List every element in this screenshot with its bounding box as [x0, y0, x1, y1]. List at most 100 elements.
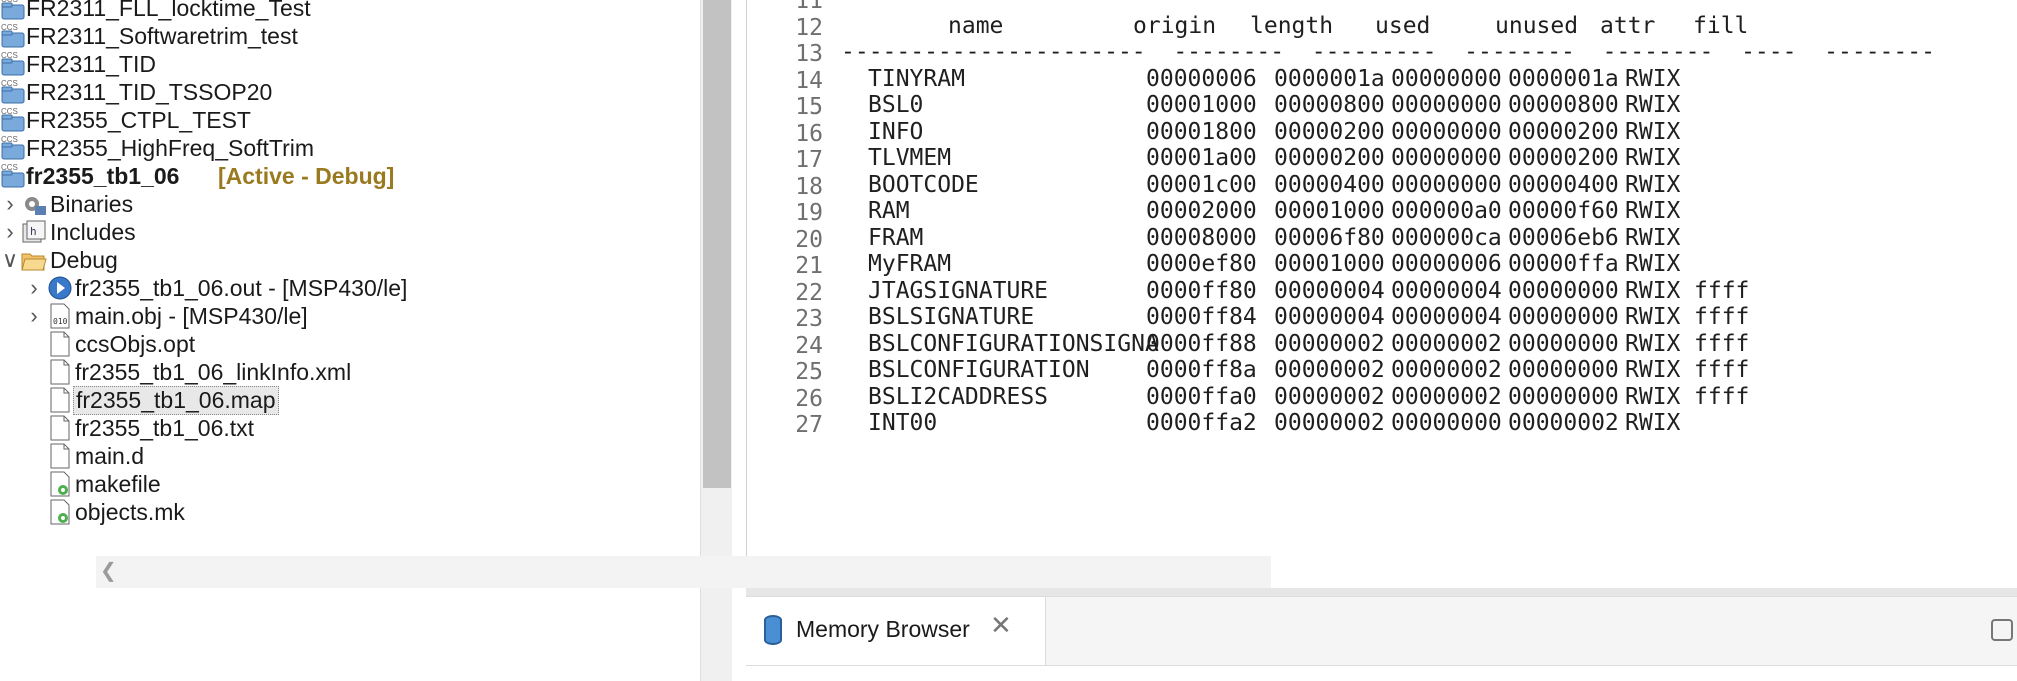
svg-text:CCS: CCS [1, 79, 18, 88]
cell-attr: RWIX [1625, 92, 1681, 118]
svg-text:010: 010 [53, 317, 68, 326]
cell-attr: RWIX [1625, 224, 1681, 251]
cell-used: 00000000 [1391, 65, 1502, 92]
line-number: 16 [795, 120, 823, 147]
cell-unused: 00000000 [1508, 277, 1619, 304]
cell-fill: ffff [1694, 383, 1750, 410]
cell-used: 000000ca [1391, 224, 1502, 251]
view-menu-icon[interactable] [1991, 619, 2013, 641]
line-number: 21 [795, 253, 823, 279]
chevron-right-icon[interactable]: › [6, 191, 14, 216]
view-separator[interactable] [746, 588, 2017, 596]
cell-used: 00000006 [1391, 251, 1502, 277]
tree-item[interactable]: › h Includes [0, 214, 700, 250]
tree-item-label: Debug [50, 246, 118, 273]
chevron-right-icon[interactable]: › [30, 275, 38, 300]
cell-fill: ffff [1694, 330, 1750, 357]
cell-origin: 00002000 [1146, 198, 1257, 224]
text-file-icon [46, 442, 74, 470]
line-number: 19 [795, 200, 823, 226]
svg-text:h: h [30, 225, 37, 238]
cell-name: BSL0 [868, 92, 924, 118]
tree-item[interactable]: fr2355_tb1_06.txt [0, 410, 700, 446]
cell-origin: 0000ff84 [1146, 304, 1257, 330]
svg-text:CCS: CCS [1, 107, 18, 116]
text-file-icon [46, 414, 74, 442]
tree-item[interactable]: ccsObjs.opt [0, 326, 700, 362]
svg-text:CCS: CCS [1, 23, 18, 32]
editor-horizontal-scrollbar[interactable]: ❮ [96, 556, 1271, 588]
cell-origin: 00001800 [1146, 118, 1257, 145]
cell-unused: 00000400 [1508, 171, 1619, 198]
tree-item[interactable]: › 010 main.obj - [MSP430/le] [0, 298, 700, 334]
makefile-icon [46, 470, 74, 498]
tree-item-label: Includes [50, 218, 136, 245]
tree-item[interactable]: ›Binaries [0, 186, 700, 222]
separator-line: ---------------------- -------- --------… [843, 39, 1935, 65]
cell-length: 00001000 [1274, 251, 1385, 277]
cell-name: BSLSIGNATURE [868, 304, 1035, 330]
svg-text:CCS: CCS [1, 51, 18, 60]
chevron-right-icon[interactable]: › [30, 303, 38, 328]
tree-item-label: fr2355_tb1_06.txt [75, 414, 255, 441]
cell-length: 0000001a [1274, 65, 1385, 92]
cell-name: TLVMEM [868, 145, 952, 171]
scroll-left-icon[interactable]: ❮ [100, 558, 117, 582]
cell-unused: 00000000 [1508, 383, 1619, 410]
cell-length: 00000004 [1274, 277, 1385, 304]
tree-item[interactable]: makefile [0, 466, 700, 502]
cell-used: 00000000 [1391, 145, 1502, 171]
tree-item-label: main.obj - [MSP430/le] [75, 302, 308, 329]
tree-item[interactable]: ∨ Debug [0, 242, 700, 278]
text-file-icon [46, 330, 74, 358]
tree-item-label: FR2311_Softwaretrim_test [26, 22, 298, 49]
cell-fill: ffff [1694, 277, 1750, 304]
tree-item[interactable]: objects.mk [0, 494, 700, 530]
tab-memory-browser[interactable]: Memory Browser ✕ [746, 597, 1046, 665]
tree-item[interactable]: main.d [0, 438, 700, 474]
ccs-project-icon: CCS [0, 78, 28, 106]
line-number: 11 [795, 0, 823, 14]
tree-item[interactable]: ›fr2355_tb1_06.out - [MSP430/le] [0, 270, 700, 306]
line-number: 26 [795, 385, 823, 412]
cell-origin: 0000ffa0 [1146, 383, 1257, 410]
cell-attr: RWIX [1625, 330, 1681, 357]
active-config-tag: [Active - Debug] [218, 162, 395, 189]
cell-unused: 00006eb6 [1508, 224, 1619, 251]
cell-used: 00000004 [1391, 277, 1502, 304]
cell-used: 00000002 [1391, 357, 1502, 383]
tree-item[interactable]: CCS FR2311_Softwaretrim_test [0, 18, 700, 54]
cell-length: 00000400 [1274, 171, 1385, 198]
tree-item[interactable]: fr2355_tb1_06_linkInfo.xml [0, 354, 700, 390]
cell-fill: ffff [1694, 304, 1750, 330]
cell-attr: RWIX [1625, 304, 1681, 330]
chevron-right-icon[interactable]: › [6, 219, 14, 244]
cell-attr: RWIX [1625, 65, 1681, 92]
ccs-project-icon: CCS [0, 22, 28, 50]
tree-item[interactable]: fr2355_tb1_06.map [0, 382, 700, 418]
chevron-down-icon[interactable]: ∨ [1, 247, 19, 272]
explorer-scroll-thumb[interactable] [703, 0, 731, 488]
cell-length: 00001000 [1274, 198, 1385, 224]
close-icon[interactable]: ✕ [990, 611, 1012, 641]
cell-attr: RWIX [1625, 357, 1681, 383]
cell-attr: RWIX [1625, 118, 1681, 145]
cell-attr: RWIX [1625, 145, 1681, 171]
folder-open-icon [20, 246, 48, 274]
